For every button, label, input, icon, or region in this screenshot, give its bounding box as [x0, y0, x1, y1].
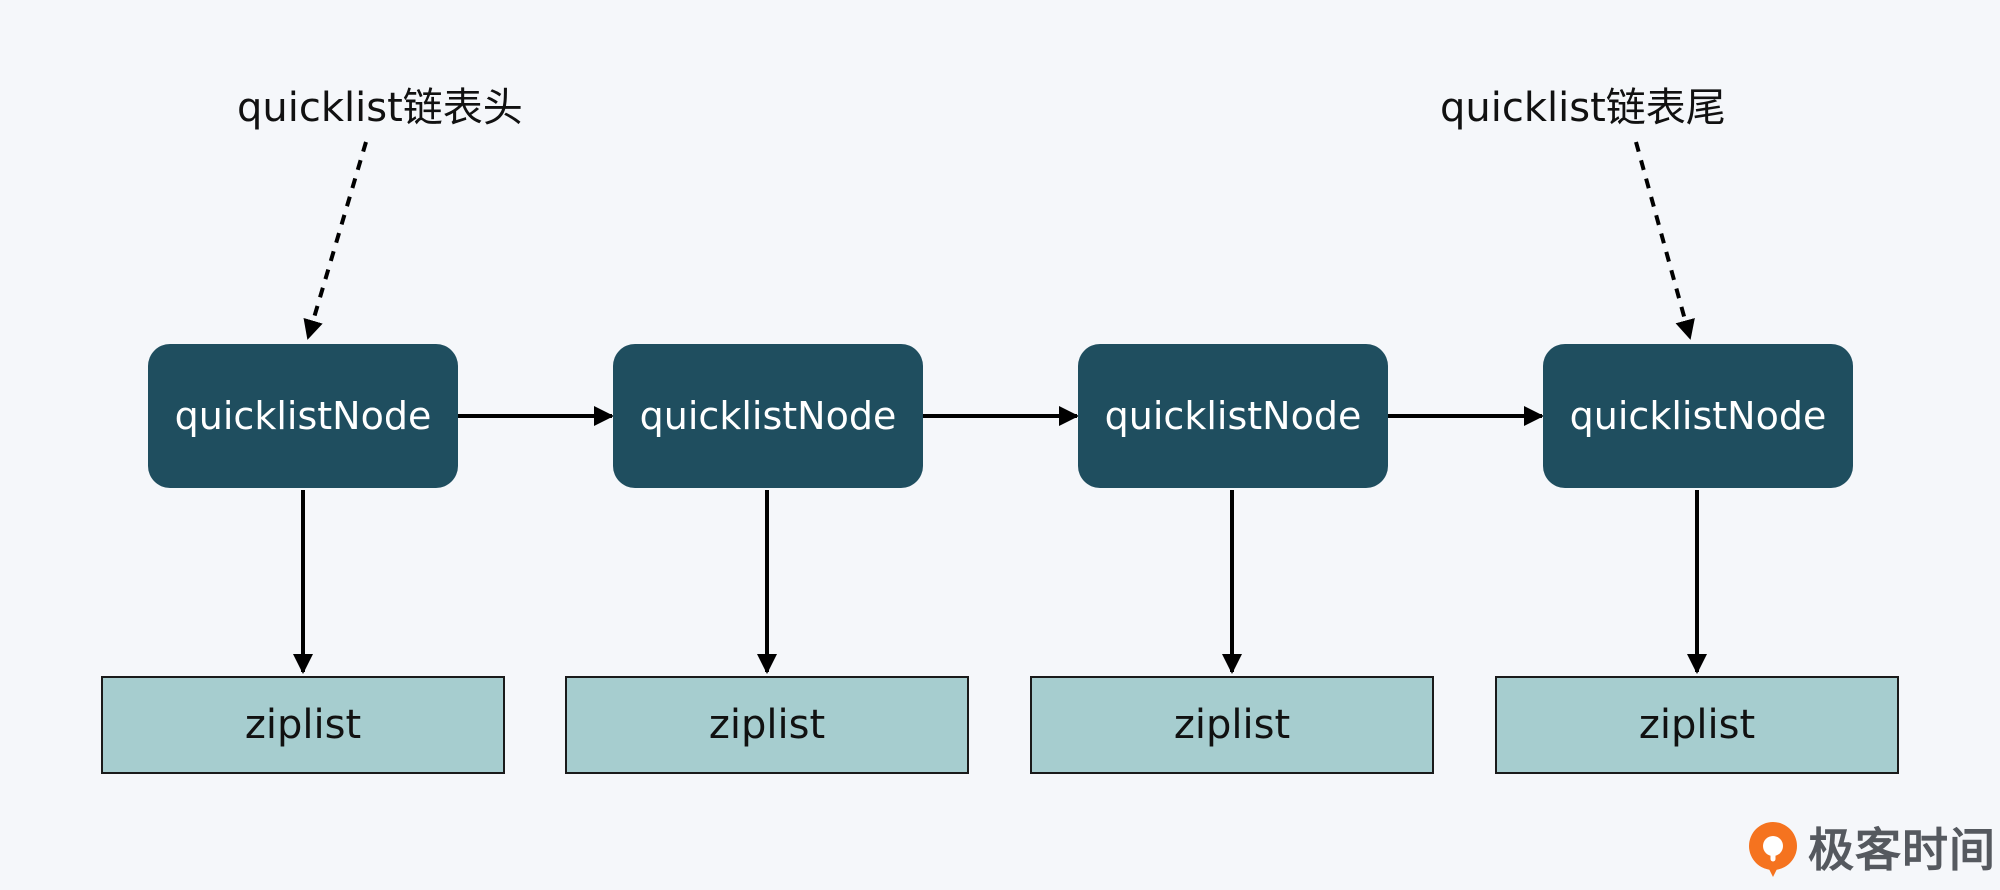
quicklist-node-3: quicklistNode [1078, 344, 1388, 488]
brand-text: 极客时间 [1808, 823, 1996, 877]
head-label: quicklist链表头 [237, 85, 523, 131]
ziplist-box-4: ziplist [1495, 676, 1899, 774]
ziplist-box-2: ziplist [565, 676, 969, 774]
head-pointer-arrow [303, 141, 368, 340]
quicklist-node-4: quicklistNode [1543, 344, 1853, 488]
brand-watermark: 极客时间 [1744, 820, 1996, 880]
tail-pointer-arrow [1634, 141, 1695, 340]
tail-label: quicklist链表尾 [1440, 85, 1726, 131]
ziplist-box-1: ziplist [101, 676, 505, 774]
quicklist-node-2: quicklistNode [613, 344, 923, 488]
quicklist-node-1: quicklistNode [148, 344, 458, 488]
geektime-logo-icon [1749, 822, 1797, 877]
ziplist-box-3: ziplist [1030, 676, 1434, 774]
